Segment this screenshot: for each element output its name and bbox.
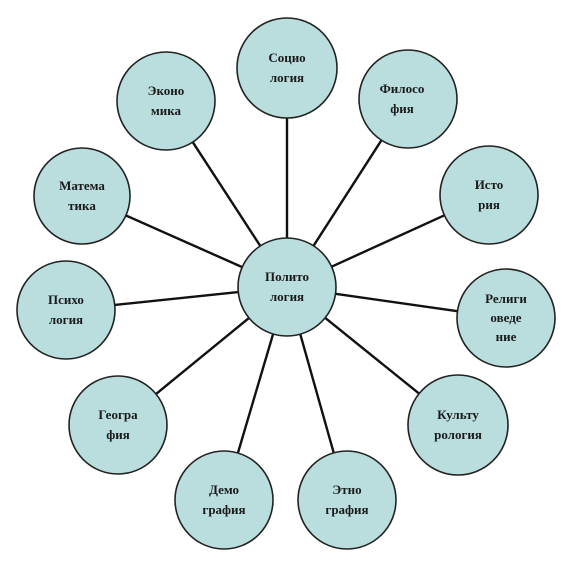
node-mathematics-label-line-1: Матема bbox=[59, 178, 105, 193]
spoke-ethnography bbox=[299, 333, 335, 454]
node-culturology-label-line-2: рология bbox=[434, 427, 482, 442]
node-psychology-label-line-1: Психо bbox=[48, 292, 84, 307]
spoke-history bbox=[331, 214, 445, 268]
nodes-group: СоциологияФилософияИсторияРелигиоведение… bbox=[16, 17, 556, 550]
node-geography-label-line-1: Геогра bbox=[98, 407, 138, 422]
center-node-label-line-1: Полито bbox=[265, 269, 309, 284]
node-religious-studies-label-line-1: Религи bbox=[485, 291, 527, 306]
node-ethnography-label-line-2: графия bbox=[325, 502, 368, 517]
node-sociology-label-line-2: логия bbox=[270, 70, 304, 85]
spoke-psychology bbox=[114, 290, 239, 307]
spoke-religious-studies bbox=[335, 292, 458, 313]
node-geography-label-line-2: фия bbox=[106, 427, 130, 442]
node-philosophy-label-line-2: фия bbox=[390, 101, 414, 116]
spoke-economics bbox=[191, 141, 262, 247]
center-node: Полито логия bbox=[237, 237, 337, 337]
node-ethnography-label-line-1: Этно bbox=[332, 482, 361, 497]
node-geography: Геогра фия bbox=[68, 375, 168, 475]
node-history: Исто рия bbox=[439, 145, 539, 245]
node-demography: Демо графия bbox=[174, 450, 274, 550]
node-sociology: Социо логия bbox=[236, 17, 338, 119]
node-culturology: Культу рология bbox=[407, 374, 509, 476]
node-circle-philosophy bbox=[358, 49, 458, 149]
node-religious-studies-label-line-2: оведе bbox=[490, 310, 521, 325]
spoke-mathematics bbox=[125, 214, 243, 269]
spoke-geography bbox=[155, 317, 250, 395]
center-node-circle bbox=[237, 237, 337, 337]
node-psychology: Психо логия bbox=[16, 260, 116, 360]
node-economics-label-line-2: мика bbox=[151, 103, 182, 118]
center-node-label-line-2: логия bbox=[270, 289, 304, 304]
node-demography-label-line-2: графия bbox=[202, 502, 245, 517]
node-demography-label-line-1: Демо bbox=[209, 482, 239, 497]
spokes-group bbox=[114, 118, 458, 454]
node-circle-mathematics bbox=[33, 147, 131, 245]
node-circle-history bbox=[439, 145, 539, 245]
node-circle-culturology bbox=[407, 374, 509, 476]
node-circle-economics bbox=[116, 51, 216, 151]
node-mathematics-label-line-2: тика bbox=[68, 198, 96, 213]
node-circle-geography bbox=[68, 375, 168, 475]
node-mathematics: Матема тика bbox=[33, 147, 131, 245]
node-sociology-label-line-1: Социо bbox=[268, 50, 305, 65]
node-circle-demography bbox=[174, 450, 274, 550]
node-circle-psychology bbox=[16, 260, 116, 360]
node-philosophy: Филосо фия bbox=[358, 49, 458, 149]
node-ethnography: Этно графия bbox=[297, 450, 397, 550]
spoke-philosophy bbox=[312, 139, 383, 247]
node-culturology-label-line-1: Культу bbox=[437, 407, 479, 422]
node-economics-label-line-1: Эконо bbox=[148, 83, 185, 98]
node-circle-religious-studies bbox=[456, 268, 556, 368]
node-psychology-label-line-2: логия bbox=[49, 312, 83, 327]
node-history-label-line-2: рия bbox=[478, 197, 500, 212]
node-circle-ethnography bbox=[297, 450, 397, 550]
node-circle-sociology bbox=[236, 17, 338, 119]
node-economics: Эконо мика bbox=[116, 51, 216, 151]
spoke-culturology bbox=[324, 316, 420, 395]
node-religious-studies-label-line-3: ние bbox=[496, 329, 517, 344]
node-history-label-line-1: Исто bbox=[475, 177, 504, 192]
node-religious-studies: Религи оведе ние bbox=[456, 268, 556, 368]
spoke-demography bbox=[236, 333, 275, 454]
node-philosophy-label-line-1: Филосо bbox=[380, 81, 425, 96]
